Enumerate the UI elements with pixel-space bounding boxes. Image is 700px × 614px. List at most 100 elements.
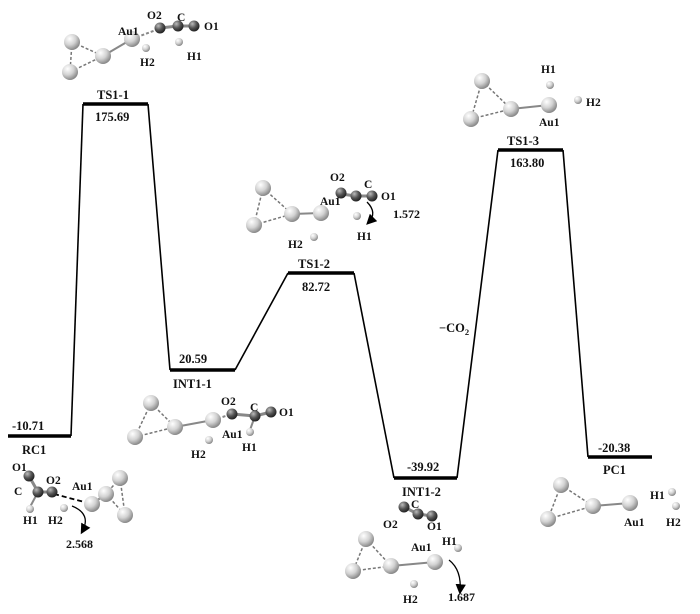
atom-label-h2: H2	[586, 97, 601, 109]
atom-label-o2: O2	[46, 475, 61, 487]
atom-label-o1: O1	[381, 191, 396, 203]
atom-ring-1	[64, 34, 80, 50]
connector-int1-2-ts1-3	[456, 149, 499, 479]
atom-label-au1: Au1	[624, 517, 645, 529]
atom-o1	[188, 20, 200, 32]
atom-ring-1	[358, 531, 374, 547]
level-name-rc1: RC1	[22, 443, 46, 457]
atom-au	[313, 205, 329, 221]
atom-label-h1: H1	[650, 490, 665, 502]
atom-ring-3	[383, 558, 399, 574]
level-name-int1-2: INT1-2	[402, 485, 441, 499]
structure-pc1: H1 H2 Au1	[540, 477, 681, 529]
energy-levels	[8, 102, 652, 480]
atom-label-h2: H2	[48, 515, 63, 527]
atom-ring-2	[246, 217, 262, 233]
atom-label-h2: H2	[403, 594, 418, 606]
connector-rc1-ts1-1	[70, 103, 84, 437]
atom-h2	[310, 233, 318, 241]
atom-o2	[398, 501, 410, 513]
atom-h1	[668, 488, 676, 496]
structure-int1-1: O2 C O1 Au1 H2 H1	[127, 395, 294, 461]
atom-ring-3	[284, 206, 300, 222]
level-value-pc1: -20.38	[598, 441, 630, 455]
atom-c	[32, 486, 44, 498]
connector-ts1-2-int1-2	[353, 272, 395, 479]
structure-ts1-3: H1 H2 Au1	[463, 64, 601, 129]
atom-h1	[246, 428, 254, 436]
atom-label-c: C	[14, 486, 22, 498]
atom-label-o1: O1	[427, 521, 442, 533]
atom-au	[541, 97, 557, 113]
atom-label-c: C	[250, 402, 258, 414]
atom-label-h2: H2	[288, 239, 303, 251]
distance-label-ts1-2: 1.572	[393, 207, 420, 221]
level-value-ts1-3: 163.80	[510, 156, 544, 170]
atom-h1	[454, 544, 462, 552]
level-value-int1-1: 20.59	[179, 352, 207, 366]
level-value-int1-2: -39.92	[407, 460, 439, 474]
atom-o1	[426, 510, 438, 522]
atom-o2	[154, 22, 166, 34]
atom-label-au1: Au1	[539, 117, 560, 129]
level-name-pc1: PC1	[603, 463, 626, 477]
connector-ts1-1-int1-1	[147, 103, 171, 371]
atom-h2	[142, 44, 150, 52]
structure-rc1: O1 C O2 Au1 H1 H2 2.568	[12, 462, 133, 551]
atom-c	[350, 190, 362, 202]
atom-ring-3	[95, 48, 111, 64]
atom-au	[427, 554, 443, 570]
atom-h1	[546, 81, 554, 89]
atom-h2	[410, 580, 418, 588]
structure-ts1-2: Au1 O2 C O1 H2 H1 1.572	[246, 172, 420, 251]
atom-label-c: C	[364, 179, 372, 191]
atom-label-h1: H1	[357, 231, 372, 243]
atom-label-c: C	[411, 499, 419, 511]
atom-label-o2: O2	[330, 172, 345, 184]
atom-ring-2	[62, 64, 78, 80]
distance-label-int1-2: 1.687	[448, 590, 475, 604]
atom-ring-3	[167, 419, 183, 435]
atom-label-o1: O1	[204, 21, 219, 33]
distance-label-rc1: 2.568	[66, 537, 93, 551]
atom-ring-2	[127, 429, 143, 445]
atom-label-h1: H1	[187, 51, 202, 63]
atom-ring-3	[503, 101, 519, 117]
atom-h1	[353, 212, 361, 220]
atom-h2	[205, 436, 213, 444]
level-value-rc1: -10.71	[12, 419, 44, 433]
atom-label-o1: O1	[12, 462, 27, 474]
atom-label-o2: O2	[383, 519, 398, 531]
structure-int1-2: O2 C O1 Au1 H1 H2 1.687	[345, 499, 475, 606]
atom-h1	[26, 505, 34, 513]
atom-label-au1: Au1	[320, 196, 341, 208]
atom-ring-2	[540, 511, 556, 527]
atom-ring-1	[112, 470, 128, 486]
atom-h1	[175, 38, 183, 46]
atom-o1	[366, 190, 378, 202]
level-name-ts1-2: TS1-2	[298, 257, 330, 271]
atom-ring-2	[463, 111, 479, 127]
atom-ring-3	[98, 486, 114, 502]
atom-label-h2: H2	[666, 517, 681, 529]
level-value-ts1-1: 175.69	[95, 110, 129, 124]
atom-au	[622, 495, 638, 511]
atom-label-o2: O2	[221, 396, 236, 408]
connector-int1-1-ts1-2	[234, 272, 289, 371]
atom-o2	[226, 408, 238, 420]
atom-ring-2	[345, 563, 361, 579]
atom-label-au1: Au1	[411, 542, 432, 554]
atom-label-h1: H1	[242, 442, 257, 454]
atom-label-o1: O1	[279, 407, 294, 419]
atom-au	[84, 496, 100, 512]
atom-c	[412, 508, 424, 520]
atom-label-au1: Au1	[222, 429, 243, 441]
atom-label-c: C	[177, 12, 185, 24]
atom-o2	[46, 486, 58, 498]
atom-label-h1: H1	[23, 515, 38, 527]
level-name-int1-1: INT1-1	[173, 377, 212, 391]
atom-ring-1	[474, 73, 490, 89]
co2-loss-annotation: −CO2	[439, 321, 469, 337]
atom-label-h1: H1	[442, 536, 457, 548]
